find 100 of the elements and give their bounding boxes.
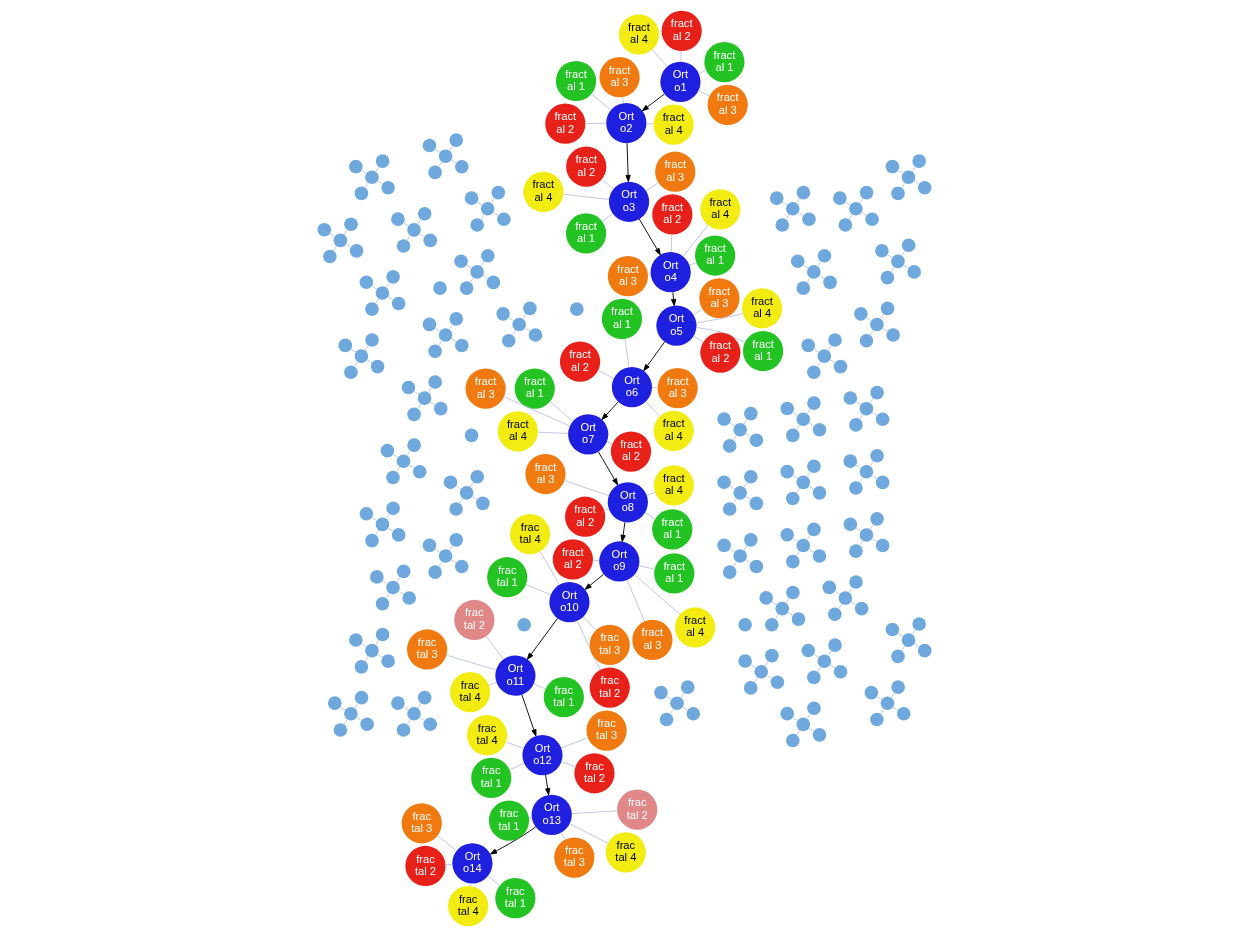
node-circle [717, 538, 731, 553]
connector [901, 182, 906, 188]
node-circle [722, 565, 737, 579]
arrow [597, 451, 619, 486]
connector [754, 677, 758, 683]
node-circle [317, 222, 332, 237]
connector [560, 832, 566, 841]
connector [829, 664, 836, 669]
node-circle [654, 685, 668, 700]
node-circle [386, 501, 400, 516]
connector [745, 433, 751, 437]
node-circle [433, 401, 448, 416]
node-circle [812, 422, 827, 437]
node-circle [769, 191, 784, 205]
connector [505, 741, 524, 749]
node-circle [843, 517, 858, 532]
node-circle [370, 359, 385, 374]
connector [787, 611, 794, 616]
connector [680, 50, 682, 63]
connector [491, 198, 495, 204]
connector [569, 823, 609, 844]
connector [861, 212, 867, 216]
node-circle [386, 270, 400, 284]
connector [487, 875, 501, 886]
node-circle [859, 465, 874, 479]
node-circle: fract al 4 [653, 104, 694, 145]
connector [345, 243, 352, 248]
connector [645, 401, 661, 417]
node-circle [686, 706, 701, 721]
connector [427, 387, 432, 393]
node-circle [517, 617, 531, 632]
connector [806, 713, 811, 719]
connector [693, 335, 704, 343]
arrow [490, 826, 537, 855]
node-circle [870, 448, 884, 463]
node-circle [381, 180, 395, 195]
node-circle: fract al 1 [695, 235, 736, 276]
node-circle: frac tal 3 [589, 624, 630, 665]
node-circle [796, 185, 811, 200]
node-circle [896, 706, 911, 721]
connector [859, 198, 864, 204]
connector [813, 653, 819, 658]
node-circle: Ort o13 [531, 794, 572, 835]
node-circle [528, 328, 543, 342]
connector [508, 317, 514, 322]
connector [622, 96, 624, 104]
node-circle [433, 281, 447, 295]
connector [512, 329, 516, 336]
node-circle [476, 496, 490, 511]
node-circle [801, 338, 816, 353]
connector [459, 498, 464, 504]
connector [371, 517, 378, 522]
node-circle [807, 701, 821, 715]
connector [403, 706, 409, 711]
node-circle: fract al 3 [655, 151, 696, 192]
node-circle [807, 522, 821, 537]
node-circle: fract al 1 [743, 330, 784, 372]
node-circle: fract al 1 [601, 298, 643, 339]
connector [375, 298, 380, 304]
connector [871, 412, 878, 416]
node-circle: fract al 1 [704, 42, 745, 83]
connector [493, 212, 499, 216]
node-circle [365, 302, 379, 316]
connector [766, 675, 772, 679]
node-circle [817, 654, 832, 668]
node-circle [859, 333, 874, 348]
node-circle [786, 585, 800, 600]
node-circle: fract al 3 [699, 278, 740, 319]
node-circle [407, 707, 421, 721]
connector [364, 656, 369, 662]
connector [638, 565, 655, 570]
connector [827, 345, 832, 351]
connector [371, 285, 378, 290]
connector [455, 485, 462, 490]
connector [340, 706, 346, 711]
arrow [641, 93, 665, 112]
node-circle: frac tal 4 [450, 672, 491, 713]
node-circle: Ort o12 [522, 735, 563, 776]
node-circle [917, 180, 932, 195]
node-circle: frac tal 3 [554, 837, 595, 878]
connector [813, 348, 819, 353]
connector [571, 810, 618, 815]
node-circle: frac tal 4 [605, 832, 646, 873]
connector [350, 348, 357, 353]
node-circle: fract al 2 [552, 539, 593, 580]
node-circle [917, 643, 932, 658]
node-circle [386, 580, 400, 595]
node-circle [497, 212, 511, 227]
node-circle [349, 244, 364, 258]
node-circle: fract al 1 [514, 368, 555, 409]
node-circle: frac tal 4 [509, 514, 551, 555]
node-circle: frac tal 2 [405, 845, 446, 887]
connector [549, 401, 574, 422]
node-circle [333, 723, 348, 737]
node-circle [791, 612, 806, 626]
node-circle [880, 696, 895, 711]
node-circle [523, 301, 537, 316]
node-circle [375, 286, 390, 300]
node-circle [849, 418, 863, 432]
node-circle: Ort o6 [611, 367, 653, 408]
